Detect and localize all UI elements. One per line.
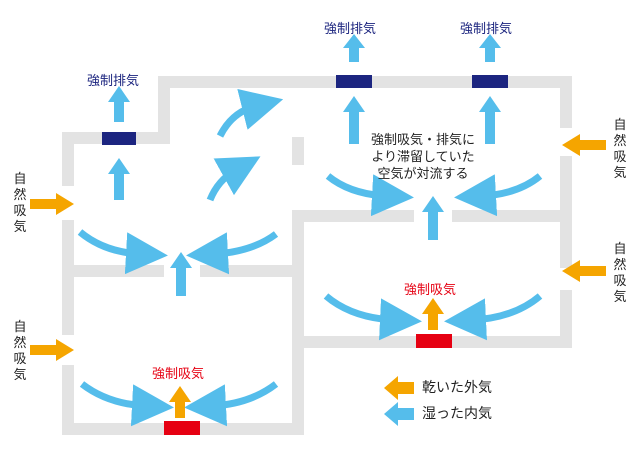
exhaust-unit — [336, 75, 372, 88]
exhaust-label: 強制排気 — [87, 74, 140, 89]
humid-air-arrow — [422, 196, 444, 240]
exhaust-units — [102, 75, 508, 145]
humid-air-up-arrows — [108, 34, 501, 296]
intake-label: 強制吸気 — [152, 367, 205, 382]
humid-air-curved-arrows — [77, 89, 543, 427]
humid-air-arrow — [186, 231, 279, 275]
natural-intake-label: 自然吸気 — [13, 320, 27, 383]
wall-segment — [292, 137, 304, 165]
natural-intake-label: 自然吸気 — [613, 242, 627, 305]
humid-air-arrow — [343, 34, 365, 62]
convection-note-line: 強制吸気・排気に — [370, 133, 475, 148]
legend-dry-air-icon — [384, 376, 414, 400]
exhaust-label: 強制排気 — [324, 22, 377, 37]
humid-air-arrow — [325, 173, 414, 217]
legend-humid-air-icon — [384, 402, 414, 426]
exhaust-unit — [102, 132, 136, 145]
humid-air-arrow — [170, 252, 192, 296]
exhaust-unit — [472, 75, 508, 88]
humid-air-arrow — [77, 229, 168, 275]
humid-air-arrow — [323, 293, 422, 341]
wall-segment — [560, 76, 572, 128]
intake-unit — [416, 334, 452, 348]
humid-air-arrow — [79, 381, 174, 427]
natural-intake-label: 自然吸気 — [13, 172, 27, 235]
wall-segment — [452, 210, 572, 222]
wall-segment — [62, 365, 74, 435]
convection-note-line: より滞留していた — [371, 150, 475, 165]
humid-air-arrow — [216, 89, 284, 138]
humid-air-arrow — [108, 158, 130, 200]
house-walls — [62, 76, 572, 435]
dry-air-arrow — [30, 193, 74, 215]
humid-air-arrow — [479, 96, 501, 144]
intake-unit — [164, 421, 200, 435]
dry-air-arrow — [30, 339, 74, 361]
wall-segment — [62, 265, 164, 277]
dry-air-arrow — [422, 298, 444, 330]
humid-air-arrow — [479, 34, 501, 62]
dry-air-arrow — [562, 134, 606, 156]
wall-segment — [560, 290, 572, 348]
wall-segment — [62, 220, 74, 335]
legend-dry-air-label: 乾いた外気 — [422, 380, 492, 396]
wall-segment — [292, 210, 414, 222]
convection-note-line: 空気が対流する — [377, 167, 469, 182]
legend-humid-air-label: 湿った内気 — [422, 406, 492, 422]
intake-label: 強制吸気 — [404, 283, 457, 298]
humid-air-arrow — [108, 86, 130, 122]
wall-segment — [62, 132, 74, 186]
humid-air-arrow — [454, 173, 543, 217]
dry-air-arrow — [169, 386, 191, 418]
wall-segment — [200, 265, 304, 277]
dry-air-arrows — [30, 134, 606, 418]
exhaust-label: 強制排気 — [460, 22, 513, 37]
humid-air-arrow — [184, 381, 279, 427]
wall-segment — [158, 78, 170, 144]
wall-segment — [292, 222, 304, 435]
humid-air-arrow — [444, 293, 543, 341]
humid-air-arrow — [206, 156, 261, 202]
humid-air-arrow — [343, 96, 365, 144]
convection-note: 強制吸気・排気に より滞留していた 空気が対流する — [366, 132, 480, 183]
dry-air-arrow — [562, 260, 606, 282]
natural-intake-label: 自然吸気 — [613, 118, 627, 181]
